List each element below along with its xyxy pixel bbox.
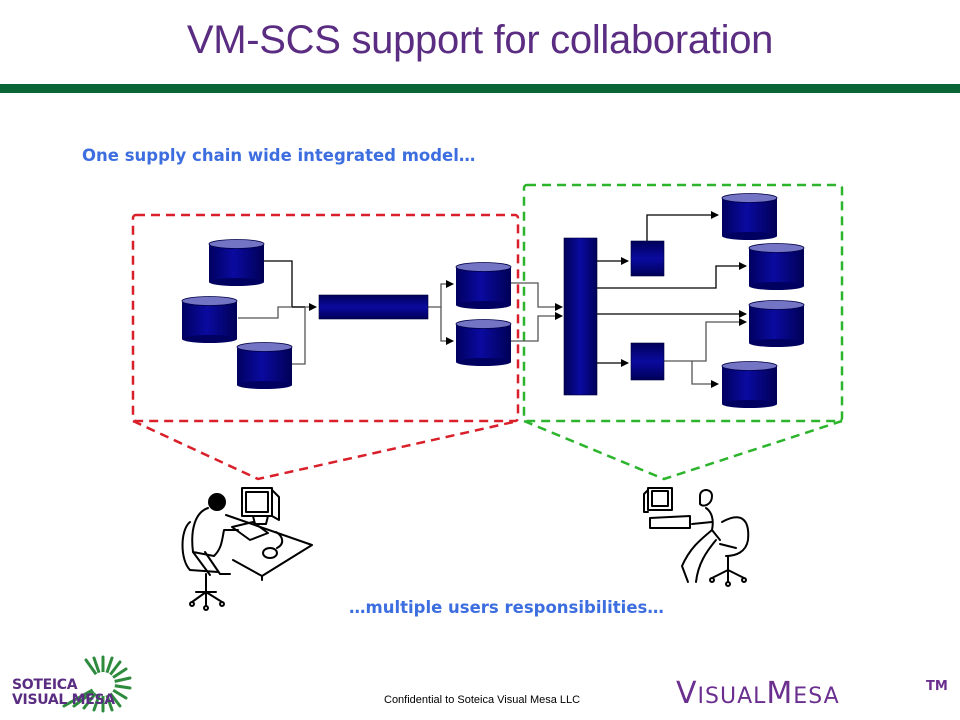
tank-2 <box>181 296 238 343</box>
title-divider <box>0 84 960 93</box>
sunburst-icon <box>62 655 132 713</box>
trademark-symbol: TM <box>926 679 948 694</box>
logo-letter: V <box>676 676 698 711</box>
logo-line-2: VISUAL MESA <box>12 692 115 708</box>
logo-letter: M <box>766 676 794 711</box>
right-scope-tail <box>523 419 843 481</box>
right-scope-region <box>522 183 844 423</box>
tank-5 <box>455 319 512 366</box>
logo-letters: ESA <box>793 684 840 709</box>
slide-title: VM-SCS support for collaboration <box>186 18 774 62</box>
soteica-logo-text: SOTEICA VISUAL MESA <box>12 678 115 708</box>
tank-3 <box>236 342 293 389</box>
process-unit-upper <box>630 240 665 277</box>
tank-9 <box>721 361 778 408</box>
logo-letters: ISUAL <box>697 684 767 709</box>
male-user-icon <box>181 487 313 611</box>
subtitle-integrated-model: One supply chain wide integrated model… <box>82 146 476 165</box>
confidentiality-footer: Confidential to Soteica Visual Mesa LLC <box>384 694 581 706</box>
left-scope-tail <box>132 419 519 481</box>
tank-1 <box>208 239 265 286</box>
left-scope-region <box>131 213 520 423</box>
tank-8 <box>748 300 805 347</box>
connectors-right <box>597 211 747 388</box>
subtitle-user-responsibilities: …multiple users responsibilities… <box>349 598 664 617</box>
tank-6 <box>721 193 778 240</box>
distribution-hub <box>563 237 598 396</box>
tank-7 <box>748 243 805 290</box>
process-unit-lower <box>630 342 665 381</box>
visualmesa-logo: VISUALMESA <box>676 676 840 711</box>
pipeline-unit <box>318 294 429 320</box>
soteica-visual-mesa-logo: SOTEICA VISUAL MESA <box>8 654 138 714</box>
logo-line-1: SOTEICA <box>12 677 78 693</box>
female-user-icon <box>643 487 750 587</box>
tank-4 <box>455 262 512 309</box>
connectors-left <box>238 260 563 365</box>
